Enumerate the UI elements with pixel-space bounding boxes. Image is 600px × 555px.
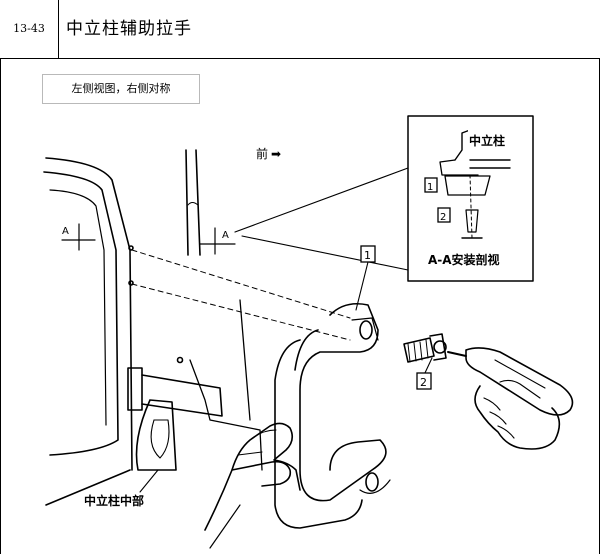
callout-box-1 bbox=[360, 245, 376, 263]
section-mark-right: A bbox=[222, 230, 229, 241]
callout-box-2 bbox=[416, 372, 432, 390]
inset-callout-box-1 bbox=[424, 177, 438, 193]
door-frame-outer bbox=[45, 157, 133, 471]
inset-callout-1: 1 bbox=[427, 182, 433, 193]
page-number: 13-43 bbox=[0, 0, 59, 58]
inset-caption: A-A安装剖视 bbox=[428, 252, 500, 267]
callout-2: 2 bbox=[420, 376, 427, 389]
header-bar: 13-43 中立柱辅助拉手 bbox=[0, 0, 599, 59]
inset-box bbox=[407, 115, 534, 282]
pillar-middle-label: 中立柱中部 bbox=[84, 493, 144, 508]
door-frame-inner bbox=[43, 171, 119, 456]
view-note: 左侧视图，右侧对称 bbox=[42, 74, 200, 104]
front-label: 前 bbox=[256, 146, 268, 161]
inset-callout-2: 2 bbox=[440, 212, 446, 223]
inset-pillar-label: 中立柱 bbox=[469, 133, 505, 148]
assist-grip-outer bbox=[299, 302, 387, 502]
inset-label-bg bbox=[468, 128, 508, 148]
inset-callout-box-2 bbox=[437, 207, 451, 223]
callout-1: 1 bbox=[364, 249, 371, 262]
page-title: 中立柱辅助拉手 bbox=[66, 19, 192, 39]
front-arrow-icon: ➡ bbox=[271, 147, 281, 161]
section-mark-left: A bbox=[62, 226, 69, 237]
